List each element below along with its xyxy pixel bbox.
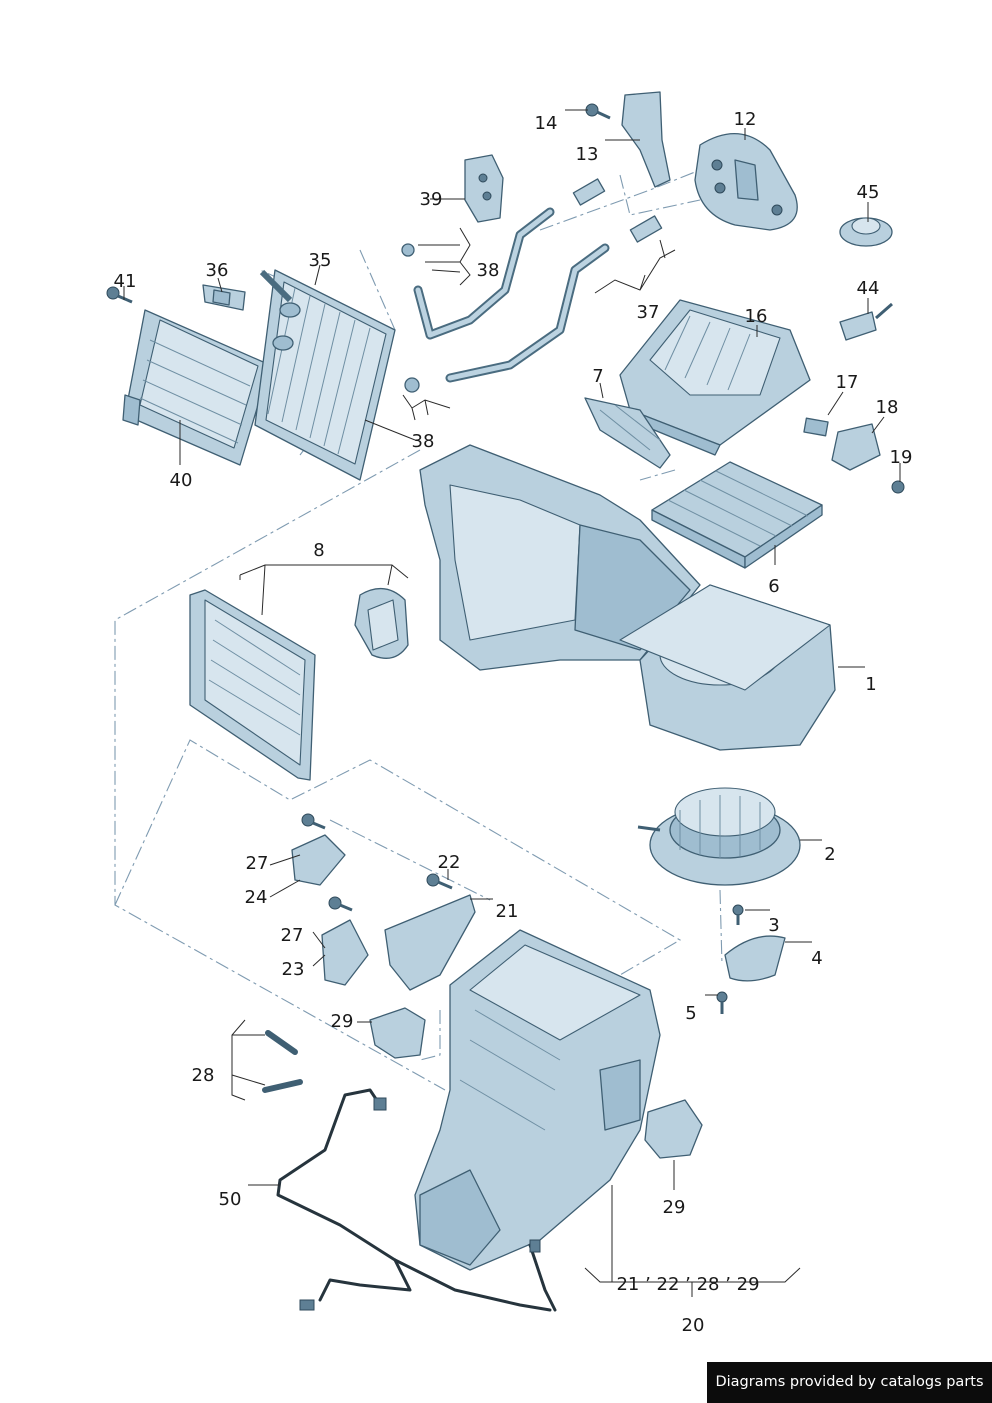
servo-motor-18 <box>803 417 905 494</box>
label-39: 39 <box>420 189 443 210</box>
air-distribution-housing-16 <box>619 299 811 456</box>
expansion-valve-39 <box>464 154 504 223</box>
label-12: 12 <box>734 109 757 130</box>
label-50: 50 <box>219 1189 242 1210</box>
label-29-right: 29 <box>663 1197 686 1218</box>
label-38-top: 38 <box>477 260 500 281</box>
label-20: 20 <box>682 1315 705 1336</box>
screw-27a <box>301 813 326 830</box>
label-38-mid: 38 <box>412 431 435 452</box>
leader-lines <box>123 109 901 1297</box>
wiring-harness-50 <box>276 1088 557 1312</box>
temperature-sensor-28a <box>265 1030 298 1055</box>
label-17: 17 <box>836 372 859 393</box>
label-22: 22 <box>438 852 461 873</box>
label-27-bottom: 27 <box>281 925 304 946</box>
label-6: 6 <box>768 576 779 597</box>
air-vent-29b <box>644 1099 703 1159</box>
servo-motor-23 <box>321 919 369 986</box>
flange-seal-12 <box>694 133 798 231</box>
bracket-21 <box>384 894 476 991</box>
fresh-air-grille-8 <box>189 589 316 781</box>
grommet-45 <box>839 217 893 247</box>
label-19: 19 <box>890 447 913 468</box>
cover-4 <box>724 935 786 982</box>
label-18: 18 <box>876 397 899 418</box>
label-24: 24 <box>245 887 268 908</box>
label-16: 16 <box>745 306 768 327</box>
label-4: 4 <box>811 948 822 969</box>
label-5: 5 <box>685 1003 696 1024</box>
heater-core-frame-40 <box>122 309 271 466</box>
credit-banner: Diagrams provided by catalogs parts <box>707 1362 992 1403</box>
temperature-sensor-28b <box>262 1079 303 1093</box>
evaporator-35 <box>254 269 396 481</box>
screw-27b <box>328 896 353 912</box>
label-23: 23 <box>282 959 305 980</box>
label-13: 13 <box>576 144 599 165</box>
seal-7 <box>584 397 671 469</box>
label-41: 41 <box>114 271 137 292</box>
label-37: 37 <box>637 302 660 323</box>
label-1: 1 <box>865 674 876 695</box>
screw-22 <box>426 873 453 890</box>
label-8: 8 <box>313 540 324 561</box>
air-duct-seal-8 <box>354 588 409 659</box>
label-20-subparts: 21 ’ 22 ’ 28 ’ 29 <box>616 1274 759 1295</box>
label-45: 45 <box>857 182 880 203</box>
label-44: 44 <box>857 278 880 299</box>
label-14: 14 <box>535 113 558 134</box>
label-27-top: 27 <box>246 853 269 874</box>
label-36: 36 <box>206 260 229 281</box>
blower-fan-2 <box>637 787 801 886</box>
bolt-14 <box>585 103 611 120</box>
label-40: 40 <box>170 470 193 491</box>
label-3: 3 <box>768 915 779 936</box>
refrigerant-lines <box>401 207 610 393</box>
main-heater-housing <box>419 444 701 671</box>
sensor-44 <box>839 302 893 341</box>
distribution-housing-20 <box>414 929 661 1271</box>
screw-3 <box>732 904 744 925</box>
label-7: 7 <box>592 366 603 387</box>
label-35: 35 <box>309 250 332 271</box>
label-29-left: 29 <box>331 1011 354 1032</box>
dust-filter-6 <box>651 461 823 569</box>
blower-housing-1 <box>619 584 836 751</box>
bracket-36 <box>202 284 246 311</box>
callout-labels: 14 13 12 45 39 38 41 36 35 44 37 16 7 17… <box>114 109 913 1336</box>
screw-5 <box>716 991 728 1014</box>
servo-motor-24 <box>291 834 346 886</box>
screw-41 <box>106 286 133 304</box>
air-vent-29a <box>369 1007 426 1059</box>
label-28: 28 <box>192 1065 215 1086</box>
pipe-fittings <box>572 178 663 243</box>
label-21: 21 <box>496 901 519 922</box>
label-2: 2 <box>824 844 835 865</box>
bracket-13 <box>621 91 671 188</box>
